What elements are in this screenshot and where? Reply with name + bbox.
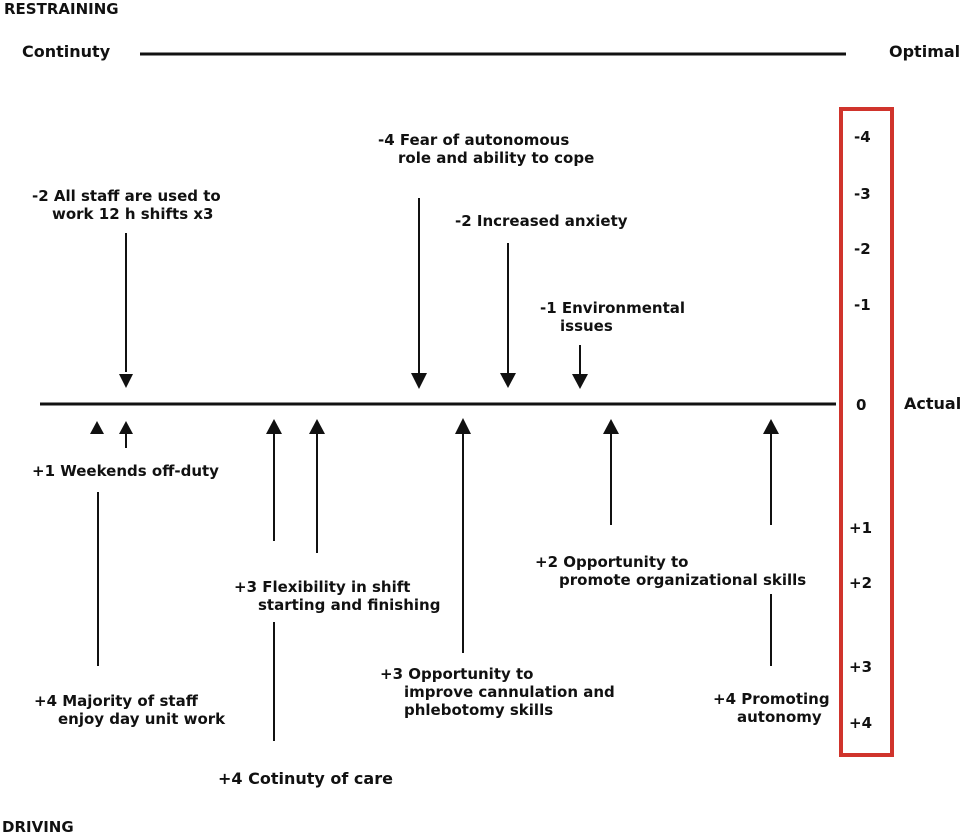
label-line: +4 Majority of staff <box>34 692 198 710</box>
scale-tick: +4 <box>849 714 873 732</box>
scale-tick: 0 <box>856 396 867 414</box>
restraining-arrowhead-anxiety <box>500 373 516 388</box>
actual-label: Actual <box>904 394 960 413</box>
driving-force-label: +3 Flexibility in shift starting and fin… <box>234 578 440 614</box>
scale-tick: -2 <box>854 240 871 258</box>
restraining-arrowhead-environment <box>572 374 588 389</box>
driving-arrowhead-cannulation <box>455 418 471 434</box>
optimal-label: Optimal <box>889 42 960 61</box>
scale-tick: +3 <box>849 658 873 676</box>
label-line: issues <box>560 317 613 335</box>
scale-box <box>839 107 894 757</box>
continuity-label: Continuty <box>22 42 111 61</box>
driving-arrowhead-weekends <box>90 421 104 434</box>
driving-force-label: +4 Promoting autonomy <box>713 690 830 726</box>
scale-tick: -1 <box>854 296 871 314</box>
driving-arrowhead-weekends-small <box>119 421 133 434</box>
driving-heading: DRIVING <box>2 818 74 836</box>
label-line: work 12 h shifts x3 <box>52 205 214 223</box>
label-line: starting and finishing <box>258 596 441 614</box>
driving-force-label: +4 Majority of staff enjoy day unit work <box>34 692 225 728</box>
label-line: promote organizational skills <box>559 571 807 589</box>
label-line: enjoy day unit work <box>58 710 226 728</box>
label-line: improve cannulation and <box>404 683 615 701</box>
driving-force-label: +2 Opportunity to promote organizational… <box>535 553 806 589</box>
label-line: +3 Flexibility in shift <box>234 578 411 596</box>
scale-tick: +2 <box>849 574 873 592</box>
label-line: role and ability to cope <box>398 149 595 167</box>
driving-force-label: +4 Cotinuty of care <box>218 770 393 788</box>
restraining-force-label: -2 Increased anxiety <box>455 212 628 230</box>
restraining-arrowhead-shifts <box>119 374 133 388</box>
restraining-force-label: -2 All staff are used to work 12 h shift… <box>32 187 221 223</box>
label-line: +1 Weekends off-duty <box>32 462 219 480</box>
label-line: -2 Increased anxiety <box>455 212 628 230</box>
label-line: +4 Cotinuty of care <box>218 769 393 788</box>
driving-arrowhead-flex-a <box>266 419 282 434</box>
driving-arrowhead-autonomy <box>763 419 779 434</box>
scale-tick: -3 <box>854 185 871 203</box>
driving-force-label: +3 Opportunity to improve cannulation an… <box>380 665 615 719</box>
driving-force-label: +1 Weekends off-duty <box>32 462 219 480</box>
label-line: +4 Promoting <box>713 690 830 708</box>
restraining-arrowhead-fear <box>411 373 427 389</box>
driving-arrowhead-flex-b <box>309 419 325 434</box>
label-line: -2 All staff are used to <box>32 187 221 205</box>
label-line: +2 Opportunity to <box>535 553 689 571</box>
label-line: -1 Environmental <box>540 299 686 317</box>
driving-arrowhead-organizational <box>603 419 619 434</box>
restraining-force-label: -4 Fear of autonomous role and ability t… <box>378 131 594 167</box>
restraining-force-label: -1 Environmental issues <box>540 299 685 335</box>
label-line: autonomy <box>737 708 822 726</box>
scale-tick: +1 <box>849 519 873 537</box>
scale-tick: -4 <box>854 128 871 146</box>
label-line: +3 Opportunity to <box>380 665 534 683</box>
label-line: phlebotomy skills <box>404 701 554 719</box>
label-line: -4 Fear of autonomous <box>378 131 570 149</box>
restraining-heading: RESTRAINING <box>4 0 119 18</box>
